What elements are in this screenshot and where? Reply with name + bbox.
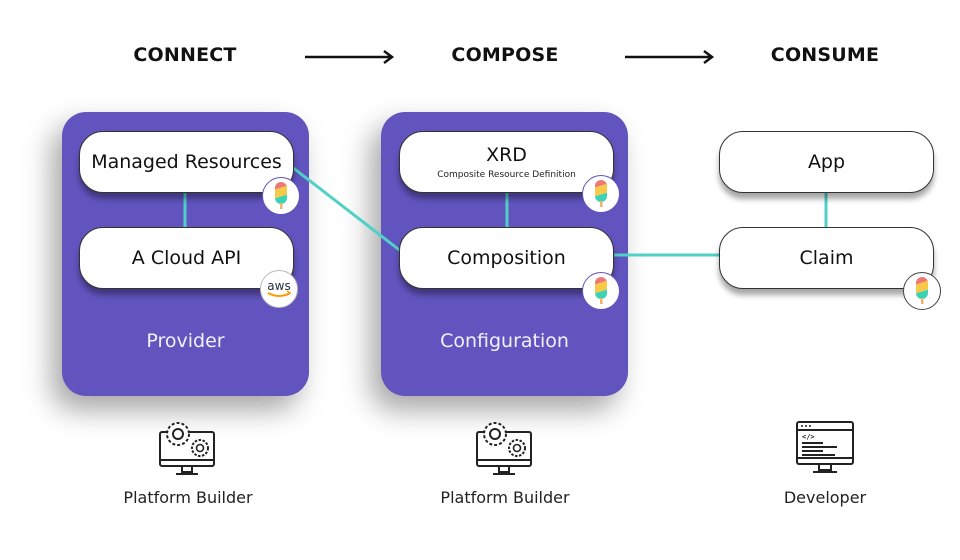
node-sublabel: Composite Resource Definition (437, 170, 576, 180)
node-label: Claim (799, 247, 854, 269)
persona-platform-builder-1: Platform Builder (98, 418, 278, 507)
crossplane-popsicle-icon (262, 177, 300, 215)
stage-title-compose: COMPOSE (451, 44, 559, 66)
node-label: XRD (486, 144, 527, 166)
persona-developer: </> Developer (735, 418, 915, 507)
provider-label: Provider (146, 330, 225, 352)
node-xrd: XRD Composite Resource Definition (399, 131, 614, 193)
aws-logo-icon: aws (260, 270, 298, 308)
stage-title-consume: CONSUME (770, 44, 880, 66)
node-label: App (807, 151, 846, 173)
node-cloud-api: A Cloud API (79, 227, 294, 289)
stage-title-connect: CONNECT (133, 44, 237, 66)
monitor-code-icon: </> (796, 421, 854, 473)
monitor-gears-icon (159, 422, 215, 475)
node-label: A Cloud API (131, 247, 242, 269)
configuration-label: Configuration (440, 330, 569, 352)
crossplane-popsicle-icon (903, 272, 941, 310)
monitor-gears-icon (476, 422, 532, 475)
persona-platform-builder-2: Platform Builder (415, 418, 595, 507)
arrow-compose-to-consume (625, 50, 715, 64)
node-managed-resources: Managed Resources (79, 131, 294, 193)
node-app: App (719, 131, 934, 193)
crossplane-popsicle-icon (582, 175, 620, 213)
arrow-connect-to-compose (305, 50, 395, 64)
node-label: Composition (447, 247, 566, 269)
svg-text:aws: aws (267, 279, 290, 293)
svg-text:</>: </> (802, 433, 815, 441)
node-claim: Claim (719, 227, 934, 289)
persona-label: Developer (783, 488, 867, 507)
connector-managed-to-composition (291, 165, 403, 254)
persona-label: Platform Builder (440, 488, 570, 507)
node-label: Managed Resources (91, 151, 282, 173)
crossplane-popsicle-icon (582, 272, 620, 310)
persona-label: Platform Builder (123, 488, 253, 507)
node-composition: Composition (399, 227, 614, 289)
